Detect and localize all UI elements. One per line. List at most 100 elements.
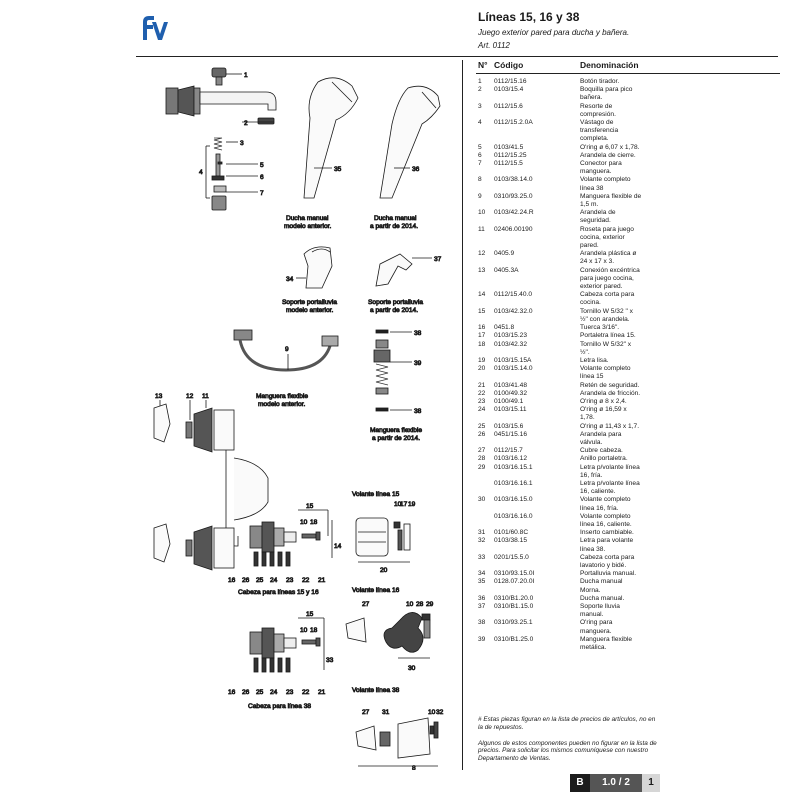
part-number: 23 [478, 397, 486, 405]
part-number: 32 [478, 537, 486, 545]
part-code: 0112/15.6 [494, 102, 523, 110]
part-number: 17 [478, 332, 486, 340]
part-code: 0112/15.7 [494, 447, 523, 455]
part-code: 0103/15.6 [494, 422, 524, 430]
callout-4: 4 [199, 169, 203, 176]
part-description: Botón tirador. [580, 78, 620, 85]
part-number: 19 [478, 356, 486, 364]
caption-hose-2014-1: Manguera flexible [370, 427, 422, 434]
callout-11: 11 [202, 393, 209, 400]
part-number: 25 [478, 422, 486, 430]
handle-16 [345, 612, 431, 659]
part-description: Boquilla para pico bañera. [580, 86, 633, 102]
part-description: Roseta para juego cocina, exterior pared… [580, 225, 634, 250]
part-number: 30 [478, 496, 486, 504]
part-number: 27 [478, 447, 486, 455]
callout-18-b: 18 [310, 627, 318, 634]
part-description: Letra para volante línea 38. [580, 537, 634, 553]
part-code: 0103/41.5 [494, 143, 524, 151]
part-number: 4 [478, 119, 482, 127]
parts-row: 15 0103/42.32.0 Tornillo W 5/32 " x ½" con… [476, 308, 780, 324]
parts-list-header: N° Código Denominación [476, 60, 780, 74]
footnotes: # Estas piezas figuran en la lista de pr… [478, 716, 658, 763]
callout-16-a: 16 [228, 577, 236, 584]
part-number: 20 [478, 365, 486, 373]
cartridge-15-16 [249, 509, 333, 567]
callout-32: 32 [436, 709, 444, 716]
part-code: 0310/93.15.0I [494, 570, 535, 578]
callout-3: 3 [240, 140, 244, 147]
page-sheet-number: 1.0 / 2 [590, 774, 642, 792]
part-number: 10 [478, 209, 486, 217]
page-section: B [570, 774, 590, 792]
part-code: 0310/93.25.1 [494, 619, 533, 627]
part-number: 8 [478, 176, 482, 184]
parts-row: 10 0103/42.24.R Arandela de seguridad. [476, 209, 780, 225]
part-code: 0103/15.23 [494, 332, 528, 340]
part-description: Volante completo línea 15 [580, 365, 631, 381]
callout-13: 13 [155, 393, 163, 400]
header-divider [136, 56, 778, 57]
callout-27-a: 27 [362, 601, 370, 608]
page-title: Líneas 15, 16 y 38 [478, 10, 580, 24]
part-code: 0112/15.5 [494, 160, 523, 168]
callout-39: 39 [414, 360, 422, 367]
part-description: Arandela para válvula. [580, 430, 622, 446]
fv-logo [137, 11, 171, 45]
part-code: 0310/B1.25.0 [494, 635, 534, 643]
part-code: 0451.8 [494, 324, 515, 332]
part-code: 0112/15.25 [494, 151, 527, 159]
callout-35: 35 [334, 166, 342, 173]
callout-31: 31 [382, 709, 390, 716]
parts-row: 5 0103/41.5 O'ring ø 6,07 x 1,78. [476, 144, 780, 152]
part-code: 0103/42.32.0 [494, 307, 533, 315]
part-number: 6 [478, 151, 482, 159]
part-description: Arandela de seguridad. [580, 209, 616, 225]
transfer-stem-parts [205, 137, 258, 211]
part-number: 34 [478, 570, 486, 578]
caption-handle-16: Volante línea 16 [352, 587, 400, 594]
part-description: Tornillo W 5/32 " x ½" con arandela. [580, 307, 633, 323]
part-code: 0103/42.24.R [494, 209, 534, 217]
column-description: Denominación [580, 60, 639, 70]
part-number: 2 [478, 86, 482, 94]
footnote-disclaimer: Algunos de estos componentes pueden no f… [478, 739, 657, 763]
part-number: 5 [478, 143, 482, 151]
callout-17: 17 [400, 501, 408, 508]
part-code: 0310/B1.15.0 [494, 603, 534, 610]
part-number: 1 [478, 78, 482, 85]
caption-hose-old-1: Manguera flexible [256, 393, 308, 400]
callout-21-b: 21 [318, 689, 326, 696]
part-description: O'ring ø 6,07 x 1,78. [580, 143, 640, 151]
cartridge-38 [249, 617, 325, 673]
part-description: Ducha manual. [580, 594, 625, 602]
caption-hose-2014-2: a partir de 2014. [372, 435, 420, 442]
part-number: 15 [478, 307, 486, 315]
callout-1: 1 [244, 72, 248, 79]
part-description: Arandela de cierre. [580, 151, 636, 159]
callout-36: 36 [412, 166, 420, 173]
callout-37: 37 [434, 256, 442, 263]
part-description: O'ring ø 11,43 x 1,7. [580, 422, 640, 430]
part-code: 0112/15.40.0 [494, 291, 533, 299]
callout-24-a: 24 [270, 577, 278, 584]
caption-shower-old-1: Ducha manual [286, 215, 329, 222]
part-description: Cabeza corta para cocina. [580, 291, 635, 307]
part-number: 26 [478, 430, 486, 438]
callout-10-b: 10 [394, 501, 402, 508]
part-code: 0101/60.8C [494, 529, 529, 537]
